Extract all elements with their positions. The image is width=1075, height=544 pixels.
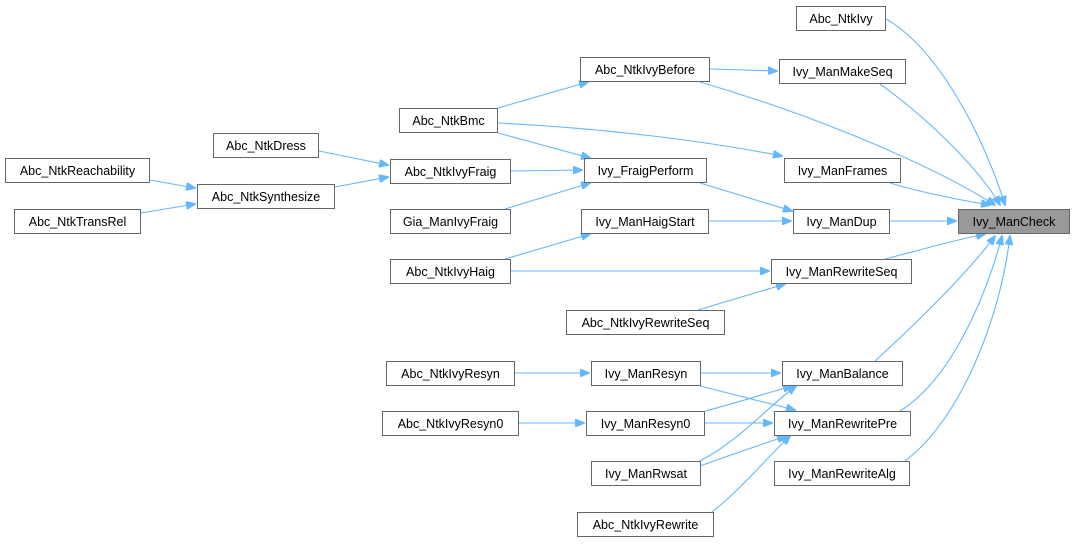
node-ivy-manframes[interactable]: Ivy_ManFrames	[784, 158, 901, 183]
edge-abc-ntkivybefore__ivy-manmakeseq	[709, 69, 777, 71]
node-ivy-mancheck: Ivy_ManCheck	[958, 209, 1070, 234]
edge-abc-ntkbmc__ivy-manframes	[497, 122, 782, 156]
edge-ivy-manrewriteseq__ivy-mancheck	[884, 234, 985, 260]
edge-ivy-manrewritepre__ivy-mancheck	[899, 236, 1002, 412]
node-ivy-manbalance[interactable]: Ivy_ManBalance	[782, 361, 903, 386]
node-abc-ntkivyresyn[interactable]: Abc_NtkIvyResyn	[386, 361, 515, 386]
edge-ivy-manresyn__ivy-manrewritepre	[699, 385, 795, 410]
node-abc-ntkivybefore[interactable]: Abc_NtkIvyBefore	[580, 57, 710, 82]
edge-abc-ntkbmc__abc-ntkivybefore	[497, 82, 588, 109]
edge-ivy-fraigperform__ivy-mandup	[699, 182, 792, 211]
node-ivy-manrewriteseq[interactable]: Ivy_ManRewriteSeq	[771, 259, 912, 284]
node-ivy-manrewritealg[interactable]: Ivy_ManRewriteAlg	[774, 461, 910, 486]
edge-abc-ntkivy__ivy-mancheck	[885, 18, 1005, 205]
node-abc-ntkivy[interactable]: Abc_NtkIvy	[796, 6, 886, 31]
edge-abc-ntkdress__abc-ntkivyfraig	[318, 150, 388, 165]
edge-abc-ntksynthesize__abc-ntkivyfraig	[334, 177, 388, 188]
edge-abc-ntkivybefore__ivy-mancheck	[699, 81, 995, 205]
edge-abc-ntktransrel__abc-ntksynthesize	[140, 204, 195, 214]
edge-abc-ntkivyhaig__ivy-manhaigstart	[504, 234, 590, 260]
node-ivy-manmakeseq[interactable]: Ivy_ManMakeSeq	[779, 59, 906, 84]
node-abc-ntkivyresyn0[interactable]: Abc_NtkIvyResyn0	[382, 411, 519, 436]
edge-abc-ntkivyfraig__ivy-fraigperform	[510, 170, 582, 171]
edge-ivy-manrwsat__ivy-manrewritepre	[699, 436, 786, 467]
node-ivy-fraigperform[interactable]: Ivy_FraigPerform	[584, 158, 707, 183]
edge-abc-ntkivyrewriteseq__ivy-manrewriteseq	[697, 284, 785, 311]
edge-ivy-manbalance__ivy-mancheck	[874, 236, 995, 362]
edge-ivy-manmakeseq__ivy-mancheck	[879, 83, 1000, 205]
node-ivy-mandup[interactable]: Ivy_ManDup	[793, 209, 890, 234]
node-ivy-manhaigstart[interactable]: Ivy_ManHaigStart	[581, 209, 709, 234]
node-abc-ntktransrel[interactable]: Abc_NtkTransRel	[14, 209, 141, 234]
edge-ivy-manresyn0__ivy-manbalance	[704, 386, 792, 412]
node-abc-ntkivyrewrite[interactable]: Abc_NtkIvyRewrite	[577, 512, 714, 537]
node-ivy-manresyn0[interactable]: Ivy_ManResyn0	[586, 411, 705, 436]
node-abc-ntkdress[interactable]: Abc_NtkDress	[213, 133, 319, 158]
node-abc-ntkivyhaig[interactable]: Abc_NtkIvyHaig	[390, 259, 511, 284]
node-gia-manivyfraig[interactable]: Gia_ManIvyFraig	[390, 209, 511, 234]
edge-abc-ntkbmc__ivy-fraigperform	[497, 132, 590, 158]
edge-ivy-manrewritealg__ivy-mancheck	[904, 236, 1010, 462]
node-abc-ntksynthesize[interactable]: Abc_NtkSynthesize	[197, 184, 335, 209]
node-abc-ntkivyfraig[interactable]: Abc_NtkIvyFraig	[390, 159, 511, 184]
edge-abc-ntkreachability__abc-ntksynthesize	[149, 179, 195, 188]
node-ivy-manrwsat[interactable]: Ivy_ManRwsat	[591, 461, 701, 486]
node-ivy-manresyn[interactable]: Ivy_ManResyn	[591, 361, 701, 386]
edge-ivy-manrwsat__ivy-manbalance	[699, 386, 796, 462]
node-abc-ntkbmc[interactable]: Abc_NtkBmc	[399, 108, 498, 133]
edge-ivy-manframes__ivy-mancheck	[889, 182, 990, 205]
node-abc-ntkreachability[interactable]: Abc_NtkReachability	[5, 158, 150, 183]
node-abc-ntkivyrewriteseq[interactable]: Abc_NtkIvyRewriteSeq	[566, 310, 725, 335]
edge-gia-manivyfraig__ivy-fraigperform	[504, 183, 590, 210]
edge-abc-ntkivyrewrite__ivy-manrewritepre	[711, 436, 790, 513]
node-ivy-manrewritepre[interactable]: Ivy_ManRewritePre	[774, 411, 911, 436]
